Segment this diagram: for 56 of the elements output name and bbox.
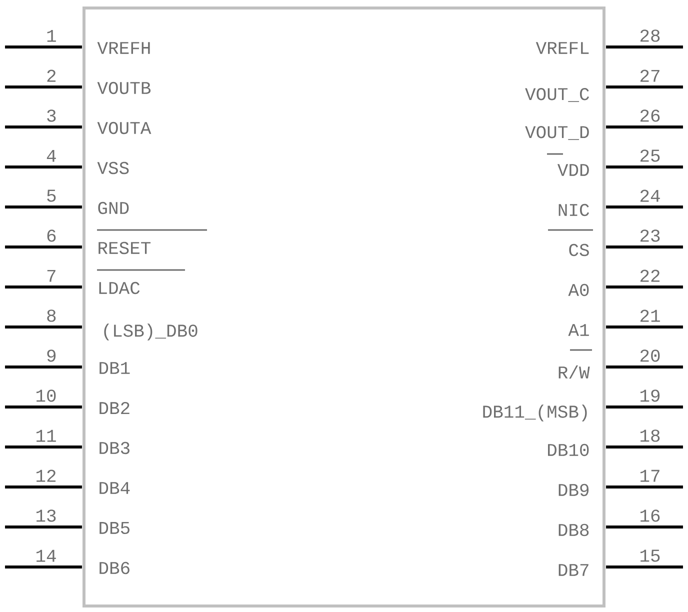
pin-name: DB2: [100, 402, 130, 414]
pin-number: 13: [36, 510, 56, 522]
pin-number: 3: [47, 110, 56, 122]
pin-number: 2: [47, 70, 56, 82]
pin-number: 16: [640, 510, 660, 522]
pin-number: 19: [640, 390, 660, 402]
pin-name: DB6: [100, 562, 130, 574]
pin-name: VOUTA: [97, 122, 152, 134]
pin-name: DB7: [558, 564, 588, 576]
pin-name: DB8: [558, 524, 589, 536]
pin-name: VREFH: [97, 42, 150, 54]
pin-name: DB4: [100, 482, 130, 494]
pin-number: 18: [640, 430, 660, 442]
pin-number: 26: [640, 110, 660, 122]
pin-name: DB11_(MSB): [483, 404, 587, 422]
pin-number: 5: [47, 190, 56, 202]
pin-number: 15: [640, 550, 660, 562]
pin-number: 24: [640, 190, 660, 202]
pin-number: 7: [47, 270, 56, 282]
pin-number: 10: [36, 390, 56, 402]
pin-name: VSS: [97, 162, 129, 174]
pin-name: A0: [568, 284, 589, 296]
pin-name: DB10: [548, 444, 589, 456]
pin-number: 11: [36, 430, 56, 442]
pin-number: 17: [640, 470, 660, 482]
pin-number: 4: [46, 150, 56, 162]
pin-number: 20: [640, 350, 660, 362]
pin-number: 8: [47, 310, 56, 322]
pin-name: VDD: [558, 164, 589, 176]
pin-name: RESET: [98, 242, 151, 254]
pin-number: 14: [36, 550, 56, 562]
pin-number: 21: [640, 310, 660, 322]
pin-name: VREFL: [536, 42, 589, 54]
pin-name: DB5: [100, 522, 130, 534]
pin-name: VOUT_D: [525, 126, 589, 140]
pin-number: 27: [640, 70, 660, 82]
pin-name: (LSB)_DB0: [104, 324, 198, 340]
pin-number: 1: [47, 30, 56, 42]
pin-number: 9: [47, 350, 56, 362]
pin-name: GND: [98, 202, 129, 214]
pin-number: 28: [640, 30, 660, 42]
pin-name: NIC: [558, 204, 590, 216]
pin-name: DB1: [100, 362, 130, 374]
pin-name: A1: [568, 324, 589, 336]
pin-name: DB9: [558, 484, 589, 496]
pin-number: 22: [640, 270, 660, 282]
pin-number: 23: [640, 230, 660, 242]
pin-name: DB3: [100, 442, 130, 454]
pin-number: 12: [36, 470, 56, 482]
pin-name: R/W: [558, 365, 590, 379]
pin-name: LDAC: [99, 282, 140, 294]
pin-name: VOUT_C: [525, 88, 590, 102]
pin-name: CS: [569, 244, 589, 256]
pin-number: 6: [47, 230, 56, 242]
pin-name: VOUTB: [97, 82, 151, 94]
pin-number: 25: [640, 150, 660, 162]
